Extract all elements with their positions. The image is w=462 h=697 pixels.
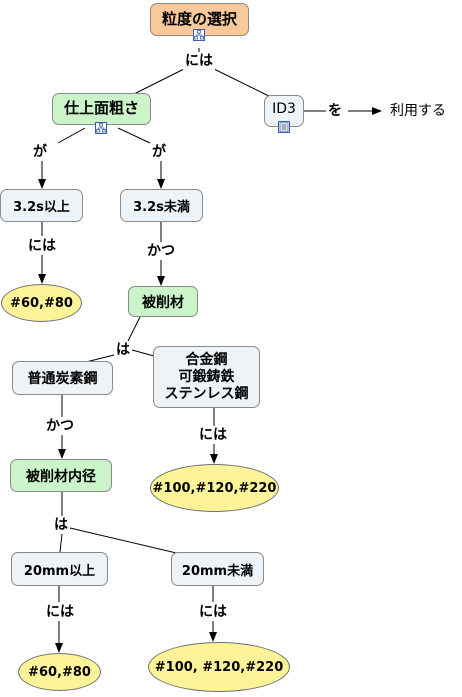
node-diameter-ge-label: 20mm以上 xyxy=(23,563,96,579)
edge-workpiece-ha xyxy=(127,316,141,342)
node-carbon-steel[interactable]: 普通炭素鋼 xyxy=(12,361,113,395)
node-diameter-ge[interactable]: 20mm以上 xyxy=(11,552,108,586)
result-2-ellipse[interactable]: #100,#120,#220 xyxy=(150,464,279,512)
result-3-ellipse[interactable]: #60,#80 xyxy=(18,653,101,691)
link-label-ga-right: が xyxy=(150,143,168,161)
link-label-katsu-2: かつ xyxy=(44,417,76,435)
node-roughness-ge-label: 3.2s以上 xyxy=(13,200,70,215)
node-inner-diameter[interactable]: 被削材内径 xyxy=(10,459,112,492)
document-icon[interactable] xyxy=(278,121,290,133)
link-label-niha-4: には xyxy=(197,603,229,621)
link-label-niha-3: には xyxy=(44,603,76,621)
node-surface-roughness-label: 仕上面粗さ xyxy=(63,99,139,117)
link-label-ga-left: が xyxy=(31,143,49,161)
submap-icon[interactable] xyxy=(193,29,205,41)
edge-surface-ga-left xyxy=(57,127,86,144)
node-alloy-label-2: 可鍛鋳鉄 xyxy=(178,368,235,385)
edge-ha-alloy xyxy=(131,349,155,357)
link-label-ha-2: は xyxy=(52,516,70,534)
link-label-niha-2: には xyxy=(197,426,229,444)
edge-ha-dge xyxy=(59,533,63,553)
node-roughness-ge[interactable]: 3.2s以上 xyxy=(0,189,83,222)
edge-surface-ga-right xyxy=(117,127,151,144)
submap-icon[interactable] xyxy=(95,122,107,134)
node-carbon-steel-label: 普通炭素鋼 xyxy=(27,371,98,387)
edge-niha-surface xyxy=(127,67,187,98)
node-root-label: 粒度の選択 xyxy=(161,10,237,28)
node-alloy-label-1: 合金鋼 xyxy=(185,351,228,368)
result-1-ellipse[interactable]: #60,#80 xyxy=(1,284,82,322)
node-id3-label: ID3 xyxy=(272,101,296,117)
link-label-niha-1: には xyxy=(26,237,58,255)
link-label-katsu-1: かつ xyxy=(145,242,177,260)
node-diameter-lt-label: 20mm未満 xyxy=(181,563,254,579)
link-label-root-niha: には xyxy=(183,52,215,70)
link-label-ha-1: は xyxy=(114,341,132,359)
node-surface-roughness[interactable]: 仕上面粗さ xyxy=(52,93,151,125)
edge-ha-dlt xyxy=(69,527,190,557)
result-2-label: #100,#120,#220 xyxy=(152,480,277,496)
result-3-label: #60,#80 xyxy=(28,664,91,680)
node-alloy-group[interactable]: 合金鋼 可鍛鋳鉄 ステンレス鋼 xyxy=(153,346,260,408)
node-roughness-lt[interactable]: 3.2s未満 xyxy=(120,189,203,222)
node-workpiece-label: 被削材 xyxy=(142,294,184,311)
edge-niha-id3 xyxy=(211,67,276,100)
link-label-use: 利用する xyxy=(390,103,446,119)
node-roughness-lt-label: 3.2s未満 xyxy=(133,200,190,215)
link-label-id3-wo: を xyxy=(326,102,344,120)
node-alloy-label-3: ステンレス鋼 xyxy=(164,385,249,402)
node-workpiece[interactable]: 被削材 xyxy=(128,286,198,317)
result-1-label: #60,#80 xyxy=(10,295,73,311)
result-4-ellipse[interactable]: #100, #120,#220 xyxy=(148,642,290,692)
node-inner-diameter-label: 被削材内径 xyxy=(26,468,96,485)
node-diameter-lt[interactable]: 20mm未満 xyxy=(171,552,264,586)
result-4-label: #100, #120,#220 xyxy=(154,659,284,675)
